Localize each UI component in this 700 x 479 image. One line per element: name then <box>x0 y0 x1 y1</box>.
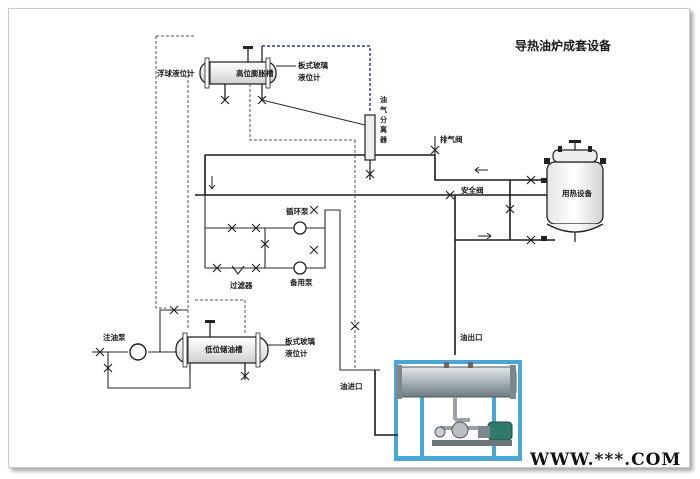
pump-manifold-outer <box>204 195 340 269</box>
lower-valve-1-icon <box>212 263 222 273</box>
upper-valve-1-icon <box>227 223 237 233</box>
safety-valve-label: 安全阀 <box>461 185 484 195</box>
bypass-valve-icon <box>505 204 515 214</box>
floating-gauge-line <box>155 35 196 309</box>
standby-pump-icon <box>293 261 307 275</box>
watermark-text: WWW.***.COM <box>529 450 681 470</box>
injection-bypass-line <box>159 309 188 352</box>
expansion-vent-line <box>262 45 371 112</box>
supply-valve-icon <box>526 175 536 185</box>
low-tank-vent-line <box>195 299 246 335</box>
diagram-title: 导热油炉成套设备 <box>515 38 612 53</box>
oil-outlet-label: 油出口 <box>460 332 483 342</box>
heat-user-label: 用热设备 <box>562 188 592 198</box>
standby-discharge-valve-icon <box>309 245 319 255</box>
circulation-pump-label: 循环泵 <box>286 206 309 216</box>
circulation-pump-icon <box>293 221 307 235</box>
injection-return-valve-icon <box>103 363 113 373</box>
oil-inlet-label: 油进口 <box>340 381 363 391</box>
pump-discharge-valve-icon <box>309 205 319 215</box>
separator-label-char-2: 气 <box>379 105 387 114</box>
injection-bypass-valve-icon <box>169 305 179 315</box>
exhaust-valve-label: 排气阀 <box>440 134 463 144</box>
oil-injection-pump-label: 注油泵 <box>103 332 126 342</box>
high-expansion-tank-label: 高位膨胀槽 <box>236 68 274 78</box>
flow-arrow-left-icon <box>474 166 488 174</box>
filter-label: 过滤器 <box>230 280 253 290</box>
injection-inlet-valve-icon <box>95 347 105 357</box>
separator-label-char-5: 器 <box>379 135 388 144</box>
thermal-oil-furnace <box>383 352 533 464</box>
heat-user-vessel <box>541 140 606 242</box>
top-plate-glass-gauge-label-line1: 板式玻璃 <box>298 60 328 70</box>
separator-label-char-4: 离 <box>380 125 387 134</box>
standby-pump-label: 备用泵 <box>289 277 313 287</box>
high-expansion-tank <box>199 46 277 105</box>
furnace-inlet-feed <box>374 370 398 436</box>
low-storage-tank <box>175 320 269 381</box>
flow-arrow-right-icon <box>478 232 492 240</box>
safety-valve-icon <box>445 190 455 200</box>
low-storage-tank-label: 低位储油槽 <box>204 344 243 354</box>
oil-injection-pump-icon <box>129 343 147 361</box>
inlet-valve-icon <box>350 321 360 331</box>
filter-icon <box>231 265 245 275</box>
separator-label-char-1: 油 <box>380 95 387 104</box>
bottom-plate-glass-gauge-label-line2: 液位计 <box>285 348 308 358</box>
bottom-plate-glass-gauge-label-line1: 板式玻璃 <box>285 336 315 346</box>
separator-label-char-3: 分 <box>380 115 387 124</box>
high-tank-drain-line <box>249 84 355 141</box>
injection-return-line <box>107 352 191 389</box>
floating-level-gauge-label: 浮球液位计 <box>157 68 195 78</box>
return-valve-icon <box>526 235 536 245</box>
supply-pipe-top <box>205 154 545 181</box>
flow-arrow-down-icon <box>208 176 216 190</box>
lower-valve-2-icon <box>251 263 261 273</box>
top-plate-glass-gauge-label-line2: 液位计 <box>298 72 321 82</box>
exhaust-valve-icon <box>430 145 440 155</box>
diagram-frame <box>8 8 690 468</box>
crossover-valve-icon <box>260 239 270 249</box>
upper-valve-2-icon <box>251 223 261 233</box>
furnace-inlet-pipe <box>339 210 380 371</box>
oil-gas-separator <box>261 99 376 180</box>
